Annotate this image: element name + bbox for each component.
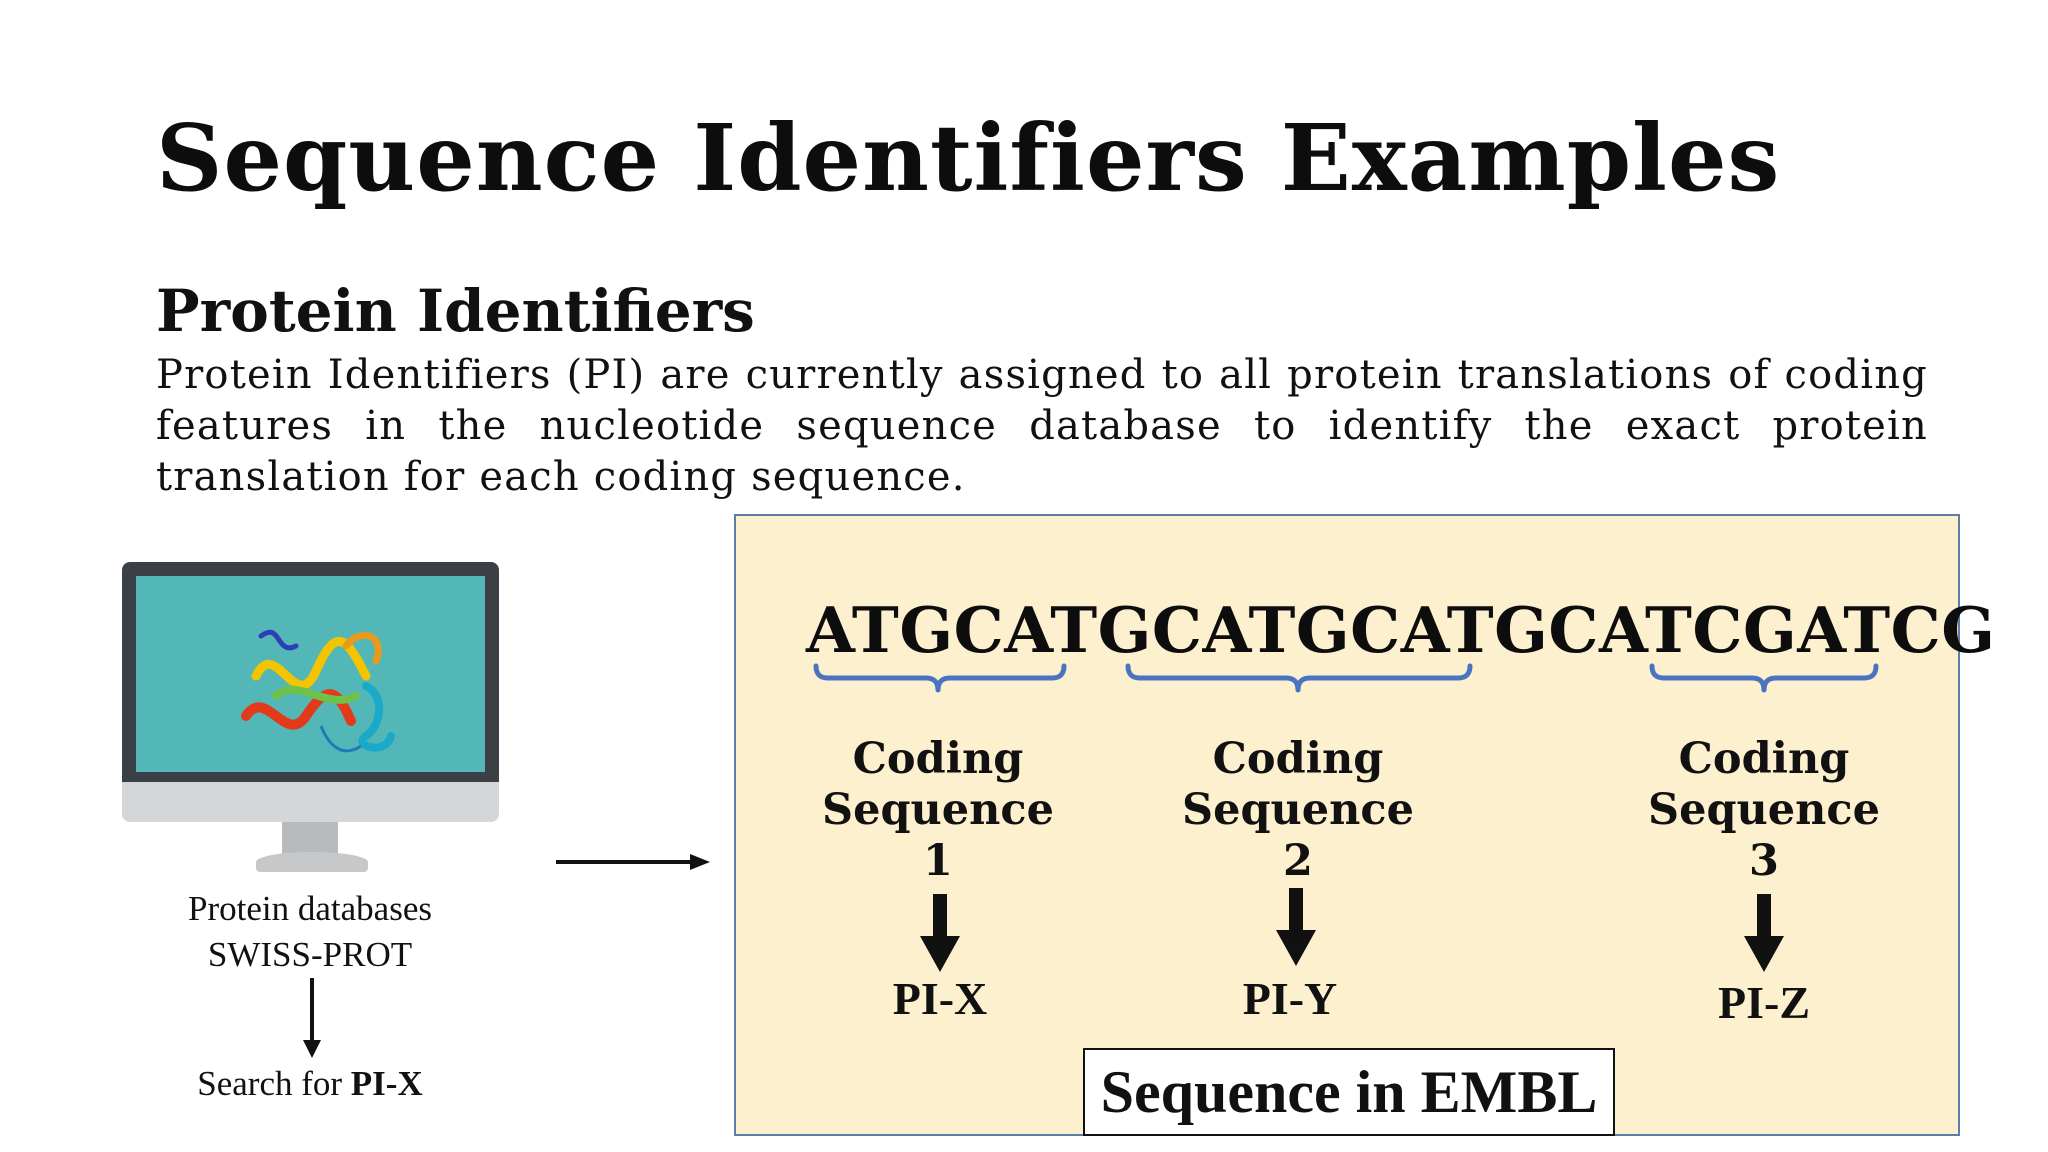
coding-sequence-2: Coding Sequence 2 xyxy=(1138,734,1458,887)
coding-sequence-3: Coding Sequence 3 xyxy=(1604,734,1924,887)
pi-x-label: PI-X xyxy=(892,973,988,1024)
cds-2-number: 2 xyxy=(1283,836,1313,886)
cds-1-line2: Sequence xyxy=(822,785,1054,835)
arrow-down-icon xyxy=(1744,894,1784,972)
cds-1-line1: Coding xyxy=(852,734,1024,784)
search-caption: Search for PI-X xyxy=(150,1064,470,1104)
arrow-down-icon xyxy=(303,978,321,1058)
pi-y-label: PI-Y xyxy=(1242,973,1338,1024)
embl-panel xyxy=(734,514,1960,1136)
description-paragraph: Protein Identifiers (PI) are currently a… xyxy=(156,352,1928,500)
monitor-chin xyxy=(122,782,499,822)
embl-caption-box: Sequence in EMBL xyxy=(1083,1048,1615,1136)
caption-line-1: Protein databases xyxy=(188,889,432,928)
monitor-base xyxy=(256,852,368,872)
monitor-icon xyxy=(122,562,502,874)
cds-2-line1: Coding xyxy=(1212,734,1384,784)
cds-3-line2: Sequence xyxy=(1648,785,1880,835)
arrow-down-icon xyxy=(1276,888,1316,966)
caption-line-2: SWISS-PROT xyxy=(207,935,413,974)
slide-title: Sequence Identifiers Examples xyxy=(156,104,1781,212)
pi-z-label: PI-Z xyxy=(1718,977,1810,1028)
cds-2-line2: Sequence xyxy=(1182,785,1414,835)
monitor-screen xyxy=(136,576,485,772)
coding-sequence-1: Coding Sequence 1 xyxy=(778,734,1098,887)
cds-3-number: 3 xyxy=(1749,836,1779,886)
search-target: PI-X xyxy=(350,1064,423,1103)
cds-1-number: 1 xyxy=(923,836,953,886)
section-heading: Protein Identifiers xyxy=(156,277,755,345)
arrow-right-icon xyxy=(556,854,710,870)
monitor-frame xyxy=(122,562,499,782)
protein-databases-caption: Protein databases SWISS-PROT xyxy=(150,886,470,978)
arrow-down-icon xyxy=(920,894,960,972)
protein-structure-icon xyxy=(241,629,395,753)
cds-3-line1: Coding xyxy=(1678,734,1850,784)
search-prefix: Search for xyxy=(197,1064,351,1103)
dna-sequence: ATGCATGCATGCATGCATCGATCG xyxy=(806,593,1996,667)
